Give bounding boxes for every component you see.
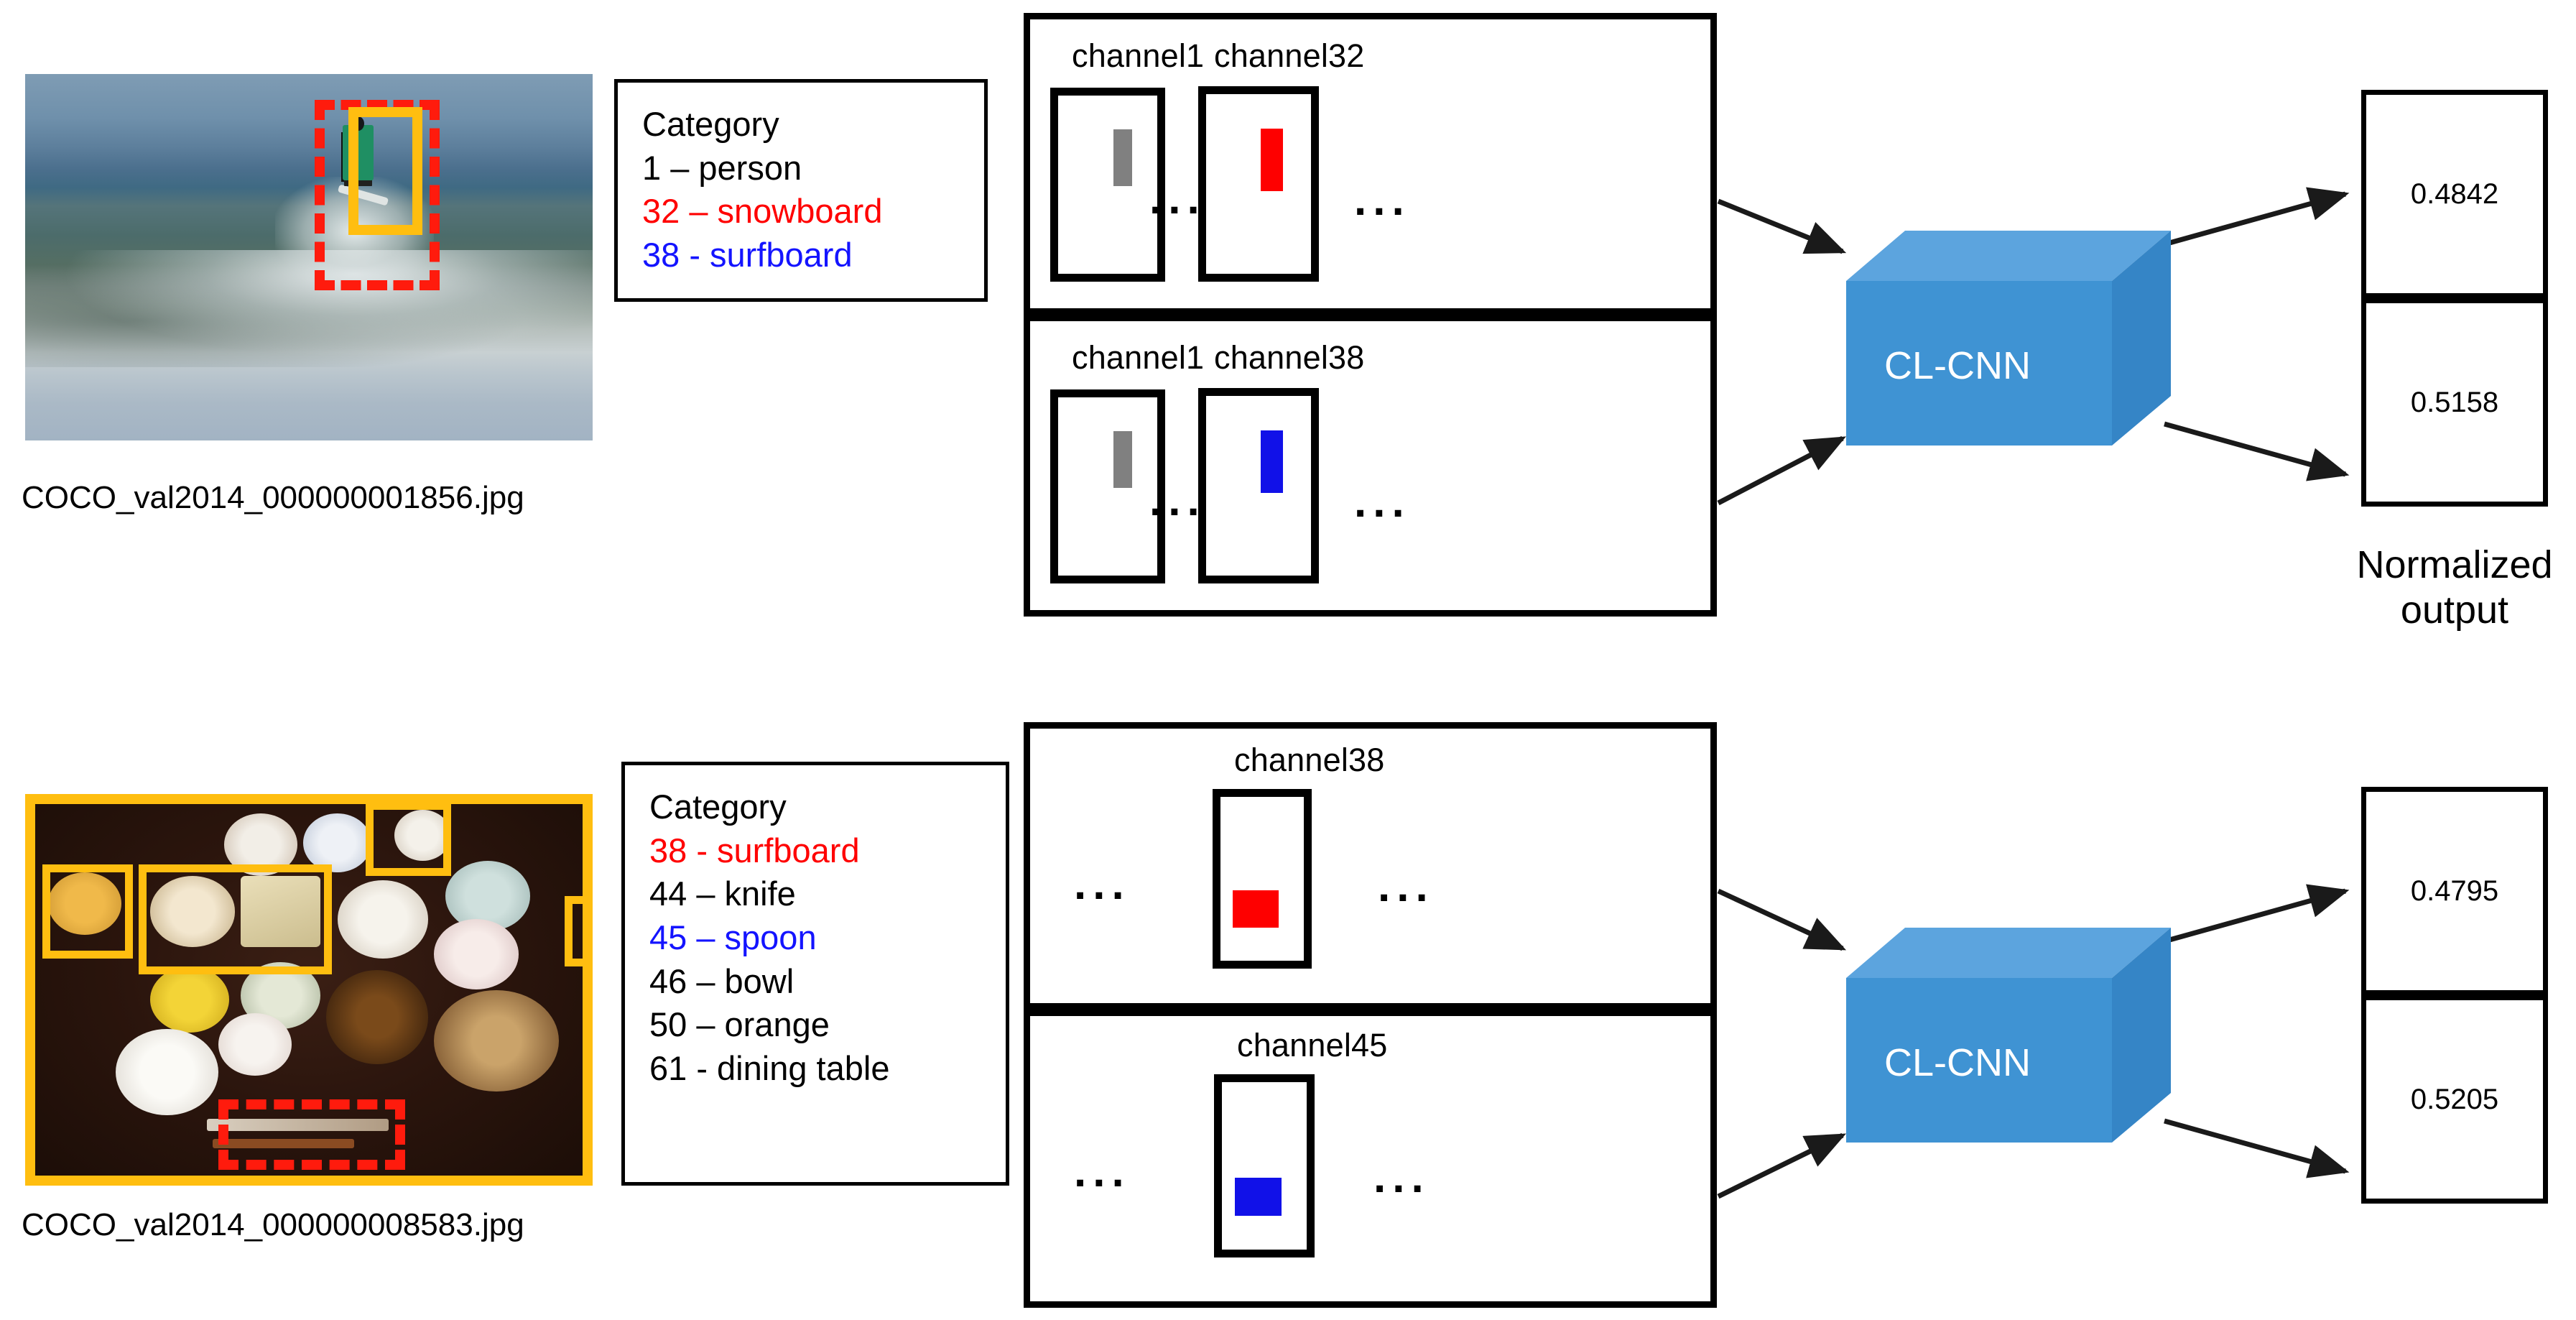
- category-item: 61 - dining table: [649, 1048, 890, 1087]
- chopsticks-shape: [212, 1138, 355, 1148]
- ellipsis-top-b-2: ...: [1354, 477, 1411, 527]
- output-value-box: 0.5205: [2361, 995, 2548, 1204]
- category-item: 38 - surfboard: [642, 235, 853, 274]
- dish-shape: [116, 1029, 218, 1115]
- feature-map-panel-bottom-a: [1024, 722, 1717, 1010]
- channel-label: channel38: [1214, 339, 1365, 376]
- cl-cnn-model-block-top: CL-CNN: [1846, 198, 2171, 446]
- activation-blob: [1260, 128, 1283, 191]
- dish-shape: [337, 880, 428, 959]
- input-image-surfer: [25, 74, 593, 440]
- category-title: Category: [642, 105, 779, 143]
- dish-shape: [325, 970, 428, 1065]
- activation-blob: [1260, 430, 1283, 493]
- channel-label: channel32: [1214, 37, 1365, 74]
- activation-blob: [1113, 431, 1133, 489]
- category-item: 45 – spoon: [649, 918, 817, 956]
- output-value: 0.5205: [2410, 1083, 2499, 1115]
- output-value: 0.4842: [2410, 177, 2499, 210]
- cl-cnn-label: CL-CNN: [1884, 344, 2031, 387]
- category-item: 50 – orange: [649, 1005, 830, 1044]
- bbox-groundtruth-person: [348, 106, 422, 236]
- activation-blob: [1233, 890, 1279, 928]
- channel-map-box: [1198, 86, 1319, 282]
- input-image-filename-bottom: COCO_val2014_000000008583.jpg: [22, 1207, 524, 1242]
- feature-map-panel-bottom-b: [1024, 1010, 1717, 1308]
- ellipsis-bottom-a-2: ...: [1378, 862, 1435, 911]
- bbox-groundtruth-orange: [42, 864, 134, 959]
- category-item: 32 – snowboard: [642, 192, 883, 231]
- category-item: 46 – bowl: [649, 961, 794, 1000]
- output-value: 0.4795: [2410, 874, 2499, 907]
- channel-map-box: [1214, 1074, 1315, 1257]
- channel-label: channel45: [1237, 1027, 1388, 1063]
- input-image-filename-top: COCO_val2014_000000001856.jpg: [22, 480, 524, 515]
- channel-map-box: [1050, 389, 1165, 583]
- channel-map-box: [1050, 88, 1165, 282]
- channel-map-box: [1213, 789, 1312, 969]
- output-value-box: 0.5158: [2361, 298, 2548, 507]
- dish-shape: [47, 872, 122, 936]
- dish-shape: [218, 1013, 292, 1076]
- activation-blob: [1234, 1177, 1282, 1217]
- category-item: 44 – knife: [649, 874, 796, 913]
- ellipsis-bottom-b-1: ...: [1074, 1147, 1131, 1196]
- input-image-dining-table: [25, 794, 593, 1186]
- channel-label: channel1: [1072, 339, 1205, 376]
- normalized-output-caption: Normalized output: [2304, 543, 2576, 633]
- dish-shape: [149, 876, 236, 947]
- output-value: 0.5158: [2410, 386, 2499, 418]
- ellipsis-top-a-1: ...: [1149, 174, 1206, 223]
- bbox-groundtruth-bowl: [139, 864, 332, 974]
- category-box-top: Category 1 – person 32 – snowboard 38 - …: [614, 79, 988, 302]
- dish-shape: [394, 809, 451, 861]
- bbox-groundtruth-knife: [564, 895, 593, 966]
- activation-blob: [1113, 129, 1133, 187]
- ellipsis-top-b-1: ...: [1149, 476, 1206, 525]
- chopsticks-shape: [206, 1119, 389, 1131]
- output-value-box: 0.4795: [2361, 787, 2548, 995]
- normalized-output-line1: Normalized: [2356, 543, 2553, 586]
- category-title: Category: [649, 788, 787, 826]
- channel-map-box: [1198, 388, 1319, 583]
- category-box-bottom: Category 38 - surfboard 44 – knife 45 – …: [621, 762, 1009, 1186]
- channel-label: channel38: [1234, 742, 1385, 778]
- normalized-output-line2: output: [2400, 589, 2509, 632]
- category-item: 38 - surfboard: [649, 831, 860, 869]
- ellipsis-top-a-2: ...: [1354, 175, 1411, 225]
- channel-label: channel1: [1072, 37, 1205, 74]
- dish-shape: [433, 989, 559, 1092]
- ellipsis-bottom-a-1: ...: [1074, 859, 1131, 909]
- ellipsis-bottom-b-2: ...: [1373, 1153, 1430, 1202]
- dish-shape: [433, 919, 519, 990]
- bbox-prediction-spoon: [218, 1099, 406, 1171]
- dish-shape: [149, 966, 230, 1033]
- dish-shape: [241, 876, 320, 947]
- bbox-groundtruth-bowl: [366, 801, 451, 877]
- output-value-box: 0.4842: [2361, 90, 2548, 298]
- cl-cnn-model-block-bottom: CL-CNN: [1846, 895, 2171, 1143]
- dish-shape: [303, 813, 371, 872]
- cl-cnn-label: CL-CNN: [1884, 1041, 2031, 1084]
- bbox-groundtruth-dining-table: [25, 794, 593, 1186]
- dish-shape: [445, 860, 531, 931]
- category-item: 1 – person: [642, 148, 802, 187]
